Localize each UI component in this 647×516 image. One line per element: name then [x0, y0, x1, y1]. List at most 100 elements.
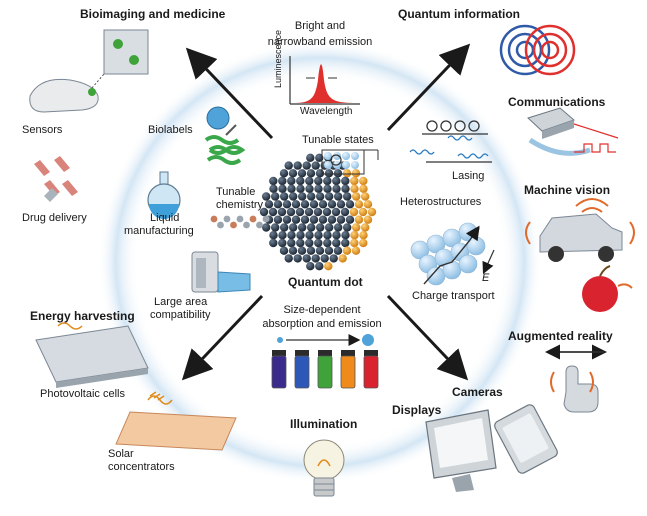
core-atom: [277, 207, 287, 217]
ligand-atom: [223, 215, 231, 223]
vial: [363, 355, 379, 389]
core-atom: [307, 223, 316, 232]
label-j: J: [474, 226, 480, 238]
light-bulb-icon: [303, 439, 345, 497]
core-atom: [280, 192, 289, 201]
core-atom: [332, 176, 341, 186]
core-atom: [278, 184, 287, 193]
core-atom: [295, 207, 305, 217]
label-charge-transport: Charge transport: [412, 290, 495, 302]
core-atom: [273, 215, 283, 224]
diagonal-arrows: [181, 43, 471, 381]
core-atom: [278, 231, 287, 240]
core-atom: [279, 246, 289, 255]
core-atom: [307, 192, 316, 201]
flask-icon: [147, 171, 181, 219]
ligand-atom: [230, 221, 237, 229]
core-atom: [314, 176, 323, 186]
shell-atom: [359, 184, 368, 193]
core-atom: [327, 215, 337, 224]
shell-atom: [354, 200, 364, 209]
core-atom: [300, 200, 310, 209]
core-atom: [313, 207, 323, 217]
arrow-bottom-left: [181, 294, 264, 381]
core-atom: [334, 192, 343, 201]
shell-atom: [352, 223, 361, 232]
ligand-atom: [210, 215, 218, 223]
core-atom: [293, 161, 302, 170]
state-atom: [342, 161, 350, 169]
core-atom: [323, 184, 332, 193]
arrow-top-right: [386, 43, 471, 132]
core-atom: [336, 215, 346, 224]
core-atom: [309, 200, 319, 209]
core-atom: [340, 207, 350, 217]
core-atom: [341, 184, 350, 193]
ligand-atom: [236, 215, 244, 223]
core-atom: [302, 161, 311, 170]
core-atom: [269, 184, 278, 193]
core-atom: [322, 207, 332, 217]
core-atom: [293, 254, 302, 263]
label-tunable-chemistry-2: chemistry: [216, 199, 264, 211]
core-atom: [314, 238, 323, 248]
core-atom: [271, 192, 280, 201]
core-atom: [343, 192, 352, 201]
vial-cap: [364, 350, 378, 356]
state-atom: [324, 161, 332, 169]
core-atom: [325, 223, 334, 232]
shell-atom: [350, 231, 359, 240]
label-solar-1: Solar: [108, 448, 134, 460]
shell-atom: [354, 215, 364, 224]
quantum-dot-cluster: [259, 152, 377, 271]
core-atom: [286, 207, 296, 217]
core-atom: [318, 200, 328, 209]
transport-sphere: [458, 254, 478, 274]
ligand-atom: [256, 221, 263, 229]
core-atom: [278, 238, 287, 248]
core-atom: [278, 176, 287, 186]
core-atom: [284, 254, 293, 263]
state-atom: [351, 152, 359, 160]
core-atom: [316, 192, 325, 201]
label-sensors: Sensors: [22, 124, 63, 136]
core-atom: [297, 246, 307, 255]
label-spectrum-line1: Bright and: [294, 20, 346, 32]
vial: [317, 355, 333, 389]
solar-concentrator-icon: [115, 391, 237, 451]
core-atom: [331, 207, 341, 217]
core-atom: [284, 161, 293, 170]
core-atom: [311, 254, 320, 263]
shell-atom: [361, 223, 370, 232]
core-atom: [314, 184, 323, 193]
core-atom: [305, 176, 314, 186]
core-atom: [288, 246, 298, 255]
photovoltaic-icon: [35, 322, 149, 388]
shell-atom: [351, 246, 361, 255]
vial: [271, 355, 287, 389]
shell-atom: [352, 192, 361, 201]
core-atom: [296, 184, 305, 193]
drug-delivery-icon: [34, 156, 78, 202]
label-drug-delivery: Drug delivery: [22, 212, 87, 224]
vial: [294, 355, 310, 389]
core-atom: [288, 169, 298, 178]
core-atom: [287, 238, 296, 248]
tunable-states-zoom-box: [321, 149, 365, 175]
shell-atom: [363, 215, 373, 224]
emission-spectrum-panel: [289, 56, 360, 105]
shell-atom: [359, 231, 368, 240]
core-atom: [345, 200, 355, 209]
film-roll-icon: [191, 251, 251, 293]
display-monitor-icon: [425, 409, 497, 492]
label-liquid-2: manufacturing: [124, 225, 194, 237]
camera-phone-icon: [494, 404, 558, 474]
core-atom: [325, 192, 334, 201]
charge-transport-icon: [410, 222, 495, 286]
label-communications: Communications: [508, 95, 606, 109]
shell-atom: [342, 169, 352, 178]
label-energy-harvesting: Energy harvesting: [30, 309, 135, 323]
core-atom: [306, 169, 316, 178]
core-atom: [336, 200, 346, 209]
core-atom: [273, 200, 283, 209]
